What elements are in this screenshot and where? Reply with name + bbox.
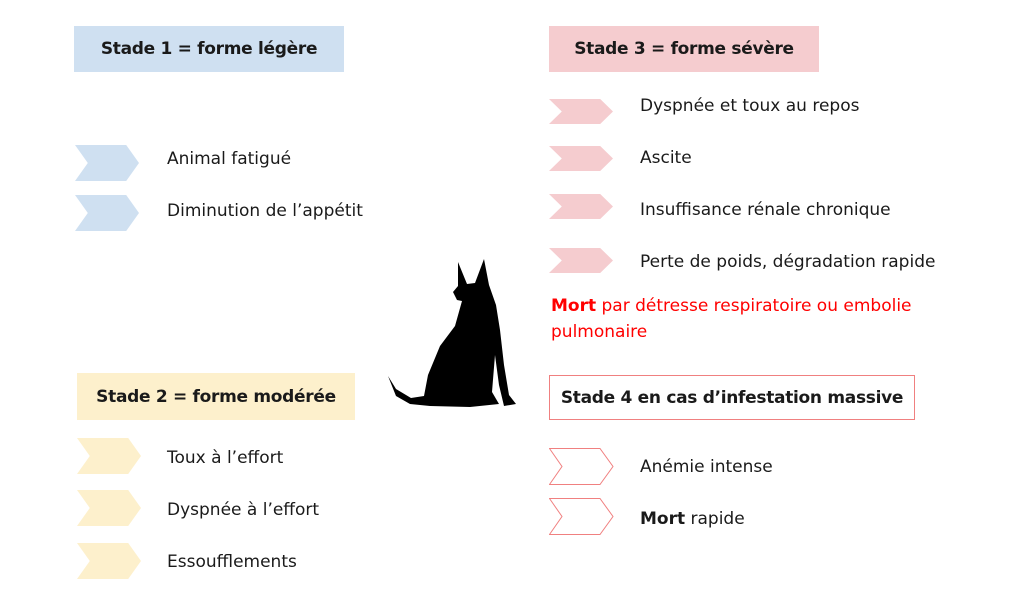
- stage2-title: Stade 2 = forme modérée: [77, 373, 355, 420]
- stage3-death-line2: pulmonaire: [551, 322, 648, 342]
- stage1-item: Diminution de l’appétit: [167, 201, 363, 221]
- stage2-item: Essoufflements: [167, 552, 297, 572]
- chevron-outline-icon: [549, 448, 614, 485]
- death-text: par détresse respiratoire ou embolie: [596, 296, 912, 316]
- stage4-title: Stade 4 en cas d’infestation massive: [549, 375, 915, 420]
- stage3-item: Perte de poids, dégradation rapide: [640, 252, 936, 272]
- stage3-item: Dyspnée et toux au repos: [640, 96, 860, 116]
- death-bold: Mort: [640, 509, 686, 529]
- stage3-death-line1: Mort par détresse respiratoire ou emboli…: [551, 296, 912, 316]
- stage4-death: Mort rapide: [640, 509, 745, 529]
- death-text: rapide: [685, 509, 745, 529]
- stage1-title: Stade 1 = forme légère: [74, 26, 344, 72]
- stage3-item: Ascite: [640, 148, 692, 168]
- death-bold: Mort: [551, 296, 597, 316]
- stage2-item: Toux à l’effort: [167, 448, 284, 468]
- chevron-outline-icon: [549, 498, 614, 535]
- stage1-item: Animal fatigué: [167, 149, 292, 169]
- stage3-item: Insuffisance rénale chronique: [640, 200, 891, 220]
- stage4-item: Anémie intense: [640, 457, 773, 477]
- stage3-title: Stade 3 = forme sévère: [549, 26, 819, 72]
- stage2-item: Dyspnée à l’effort: [167, 500, 320, 520]
